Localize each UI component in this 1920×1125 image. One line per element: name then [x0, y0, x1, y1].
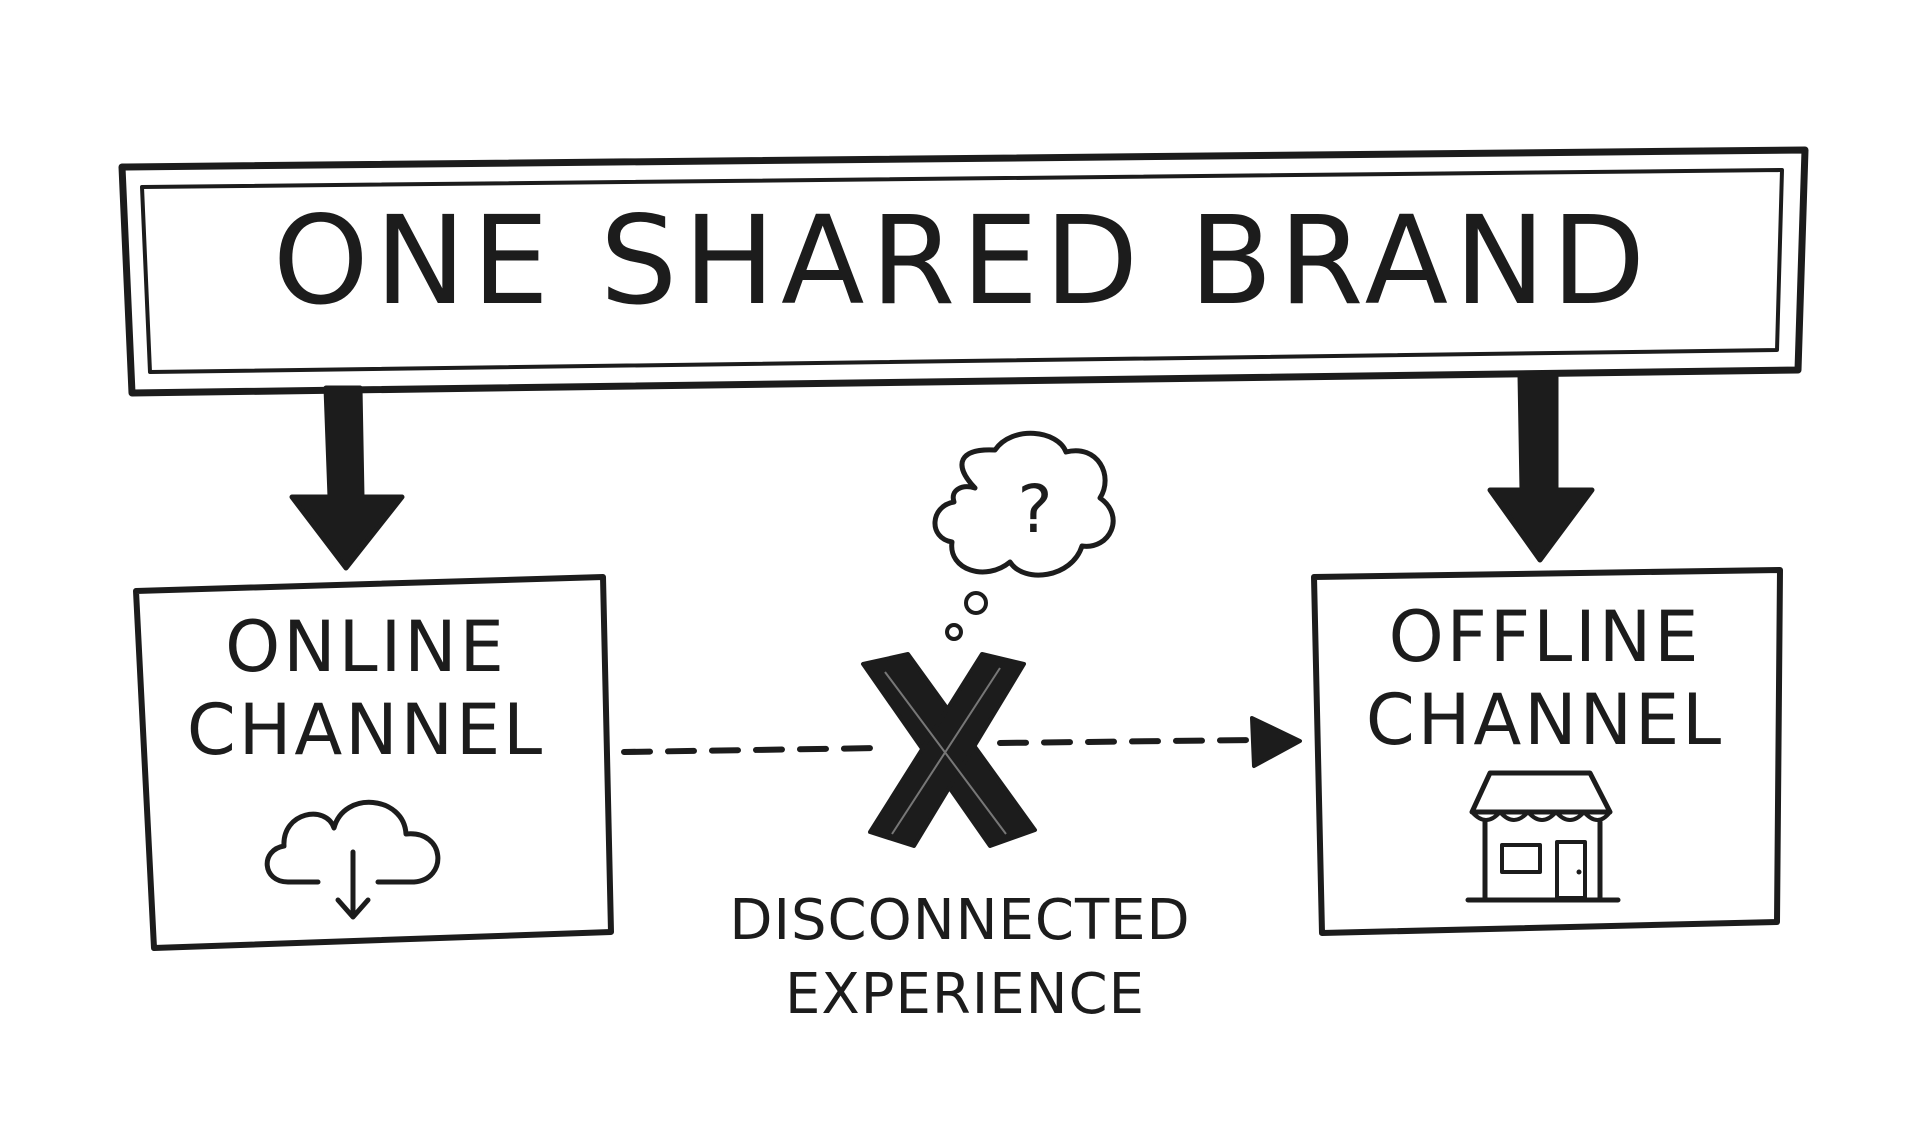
- dashed-connection: [621, 716, 1302, 768]
- thought-bubble: ?: [932, 430, 1116, 641]
- offline-channel-line2: CHANNEL: [1366, 679, 1724, 761]
- thought-question-mark: ?: [1017, 471, 1052, 548]
- brand-title: ONE SHARED BRAND: [273, 190, 1652, 332]
- caption-line2: EXPERIENCE: [785, 962, 1145, 1027]
- online-channel-line1: ONLINE: [225, 606, 507, 688]
- arrow-to-offline: [1487, 372, 1595, 563]
- online-channel-box: ONLINE CHANNEL: [133, 574, 614, 951]
- cross-mark-icon: [861, 652, 1037, 848]
- cloud-download-icon: [264, 800, 441, 920]
- arrow-to-online: [289, 385, 405, 571]
- caption-line1: DISCONNECTED: [729, 888, 1190, 953]
- online-channel-line2: CHANNEL: [187, 689, 545, 771]
- offline-channel-line1: OFFLINE: [1389, 596, 1702, 678]
- storefront-icon: [1465, 770, 1621, 903]
- brand-banner: ONE SHARED BRAND: [118, 146, 1809, 397]
- disconnected-caption: DISCONNECTED EXPERIENCE: [729, 888, 1190, 1027]
- offline-channel-box: OFFLINE CHANNEL: [1311, 567, 1783, 936]
